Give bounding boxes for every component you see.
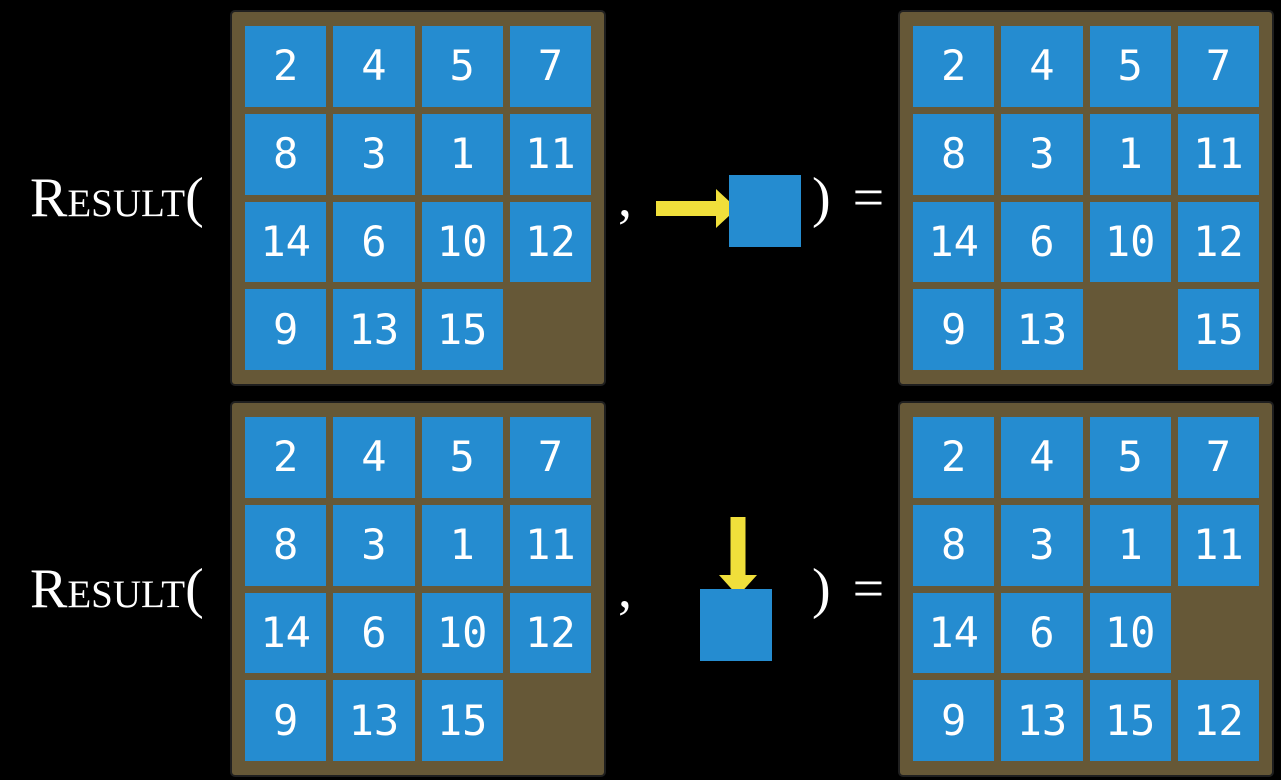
puzzle-tile: 10	[1089, 201, 1171, 283]
puzzle-tile: 7	[509, 26, 591, 107]
puzzle-tile: 12	[509, 201, 591, 283]
puzzle-tile: 9	[913, 680, 995, 761]
puzzle-tile: 1	[1089, 113, 1171, 195]
puzzle-tile: 5	[1089, 417, 1171, 498]
puzzle-tile: 6	[1001, 592, 1083, 674]
arrow-down-icon	[719, 517, 757, 596]
comma-separator-1: ,	[618, 167, 632, 229]
puzzle-tile: 8	[913, 504, 995, 586]
puzzle-tile: 6	[333, 201, 415, 283]
puzzle-tile: 2	[913, 26, 995, 107]
puzzle-tile: 13	[1001, 680, 1083, 761]
puzzle-tile: 3	[1001, 113, 1083, 195]
puzzle-tile: 8	[913, 113, 995, 195]
puzzle-tile: 7	[1177, 26, 1259, 107]
puzzle-tile: 5	[421, 26, 503, 107]
puzzle-tile: 15	[1089, 680, 1171, 761]
puzzle-tile: 6	[1001, 201, 1083, 283]
puzzle-tile: 13	[333, 680, 415, 761]
puzzle-tile: 1	[421, 504, 503, 586]
arrow-right-icon	[656, 189, 737, 228]
puzzle-tile: 14	[913, 201, 995, 283]
puzzle-tile: 1	[421, 113, 503, 195]
puzzle-tile: 5	[421, 417, 503, 498]
puzzle-tile: 2	[245, 417, 327, 498]
puzzle-tile: 12	[509, 592, 591, 674]
puzzle-tile: 9	[245, 289, 327, 370]
puzzle-tile: 10	[421, 592, 503, 674]
puzzle-tile: 14	[913, 592, 995, 674]
puzzle-tile: 4	[333, 26, 415, 107]
puzzle-tile: 5	[1089, 26, 1171, 107]
puzzle-tile: 4	[1001, 26, 1083, 107]
puzzle-tile: 12	[1177, 680, 1259, 761]
puzzle-tile: 13	[333, 289, 415, 370]
puzzle-tile: 10	[1089, 592, 1171, 674]
empty-cell	[510, 680, 591, 761]
close-paren-equals-2: ) =	[812, 558, 885, 620]
puzzle-tile: 14	[245, 201, 327, 283]
comma-separator-2: ,	[618, 558, 632, 620]
puzzle-tile: 15	[421, 289, 503, 370]
puzzle-tile: 6	[333, 592, 415, 674]
puzzle-tile: 13	[1001, 289, 1083, 370]
puzzle-tile: 12	[1177, 201, 1259, 283]
puzzle-tile: 8	[245, 504, 327, 586]
result-function-label-2: Result(	[30, 558, 204, 620]
blank-tile-move-1	[729, 175, 801, 247]
puzzle-tile: 11	[509, 113, 591, 195]
close-paren-equals-1: ) =	[812, 167, 885, 229]
puzzle-tile: 9	[913, 289, 995, 370]
puzzle-tile: 8	[245, 113, 327, 195]
puzzle-tile: 9	[245, 680, 327, 761]
puzzle-tile: 4	[333, 417, 415, 498]
puzzle-tile: 3	[333, 504, 415, 586]
puzzle-tile: 11	[1177, 113, 1259, 195]
empty-cell	[1178, 593, 1259, 674]
puzzle-tile: 7	[1177, 417, 1259, 498]
puzzle-tile: 15	[421, 680, 503, 761]
puzzle-tile: 11	[509, 504, 591, 586]
blank-tile-move-2	[700, 589, 772, 661]
puzzle-tile: 11	[1177, 504, 1259, 586]
puzzle-tile: 4	[1001, 417, 1083, 498]
empty-cell	[510, 289, 591, 370]
puzzle-tile: 2	[913, 417, 995, 498]
puzzle-tile: 3	[1001, 504, 1083, 586]
puzzle-tile: 14	[245, 592, 327, 674]
empty-cell	[1090, 289, 1171, 370]
puzzle-tile: 15	[1177, 289, 1259, 370]
puzzle-tile: 1	[1089, 504, 1171, 586]
puzzle-tile: 7	[509, 417, 591, 498]
puzzle-tile: 3	[333, 113, 415, 195]
result-function-label-1: Result(	[30, 167, 204, 229]
puzzle-tile: 2	[245, 26, 327, 107]
puzzle-tile: 10	[421, 201, 503, 283]
